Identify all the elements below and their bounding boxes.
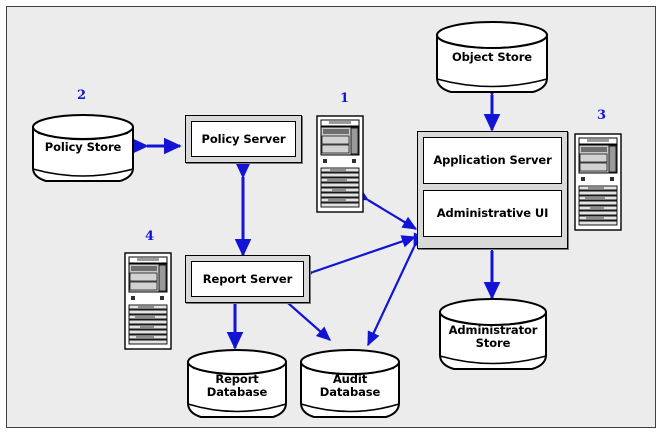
administrative-ui-inner: Administrative UI — [423, 190, 562, 237]
callout-number-3: 3 — [597, 108, 607, 123]
arrow-workstation1-to-administrative-ui — [354, 188, 418, 230]
datastore-object-store: Object Store — [434, 20, 550, 96]
node-policy-server: Policy Server — [185, 115, 302, 163]
report-server-inner: Report Server — [191, 261, 304, 297]
node-label: Policy Server — [201, 131, 286, 146]
arrow-report-server-to-administrative-ui — [299, 235, 417, 282]
callout-number-4: 4 — [145, 229, 155, 244]
node-label: Administrative UI — [436, 206, 549, 221]
workstation-icon-1 — [316, 115, 364, 215]
workstation-icon-3 — [574, 133, 622, 233]
datastore-policy-store: Policy Store — [30, 113, 136, 185]
node-label: Application Server — [433, 153, 552, 168]
workstation-icon-4 — [124, 252, 172, 352]
arrow-report-server-to-audit-database — [275, 290, 331, 341]
node-report-server: Report Server — [185, 255, 310, 303]
datastore-administrator-store: Administrator Store — [437, 297, 549, 373]
application-server-inner: Application Server — [423, 137, 562, 184]
datastore-audit-database: Audit Database — [298, 347, 402, 421]
callout-number-1: 1 — [340, 91, 350, 106]
callout-number-2: 2 — [77, 88, 87, 103]
policy-server-inner: Policy Server — [191, 121, 296, 157]
datastore-report-database: Report Database — [185, 347, 289, 421]
arrow-administrative-ui-to-audit-database — [367, 232, 426, 347]
node-label: Report Server — [202, 271, 293, 286]
node-application-server-group: Application Server Administrative UI — [417, 131, 568, 249]
